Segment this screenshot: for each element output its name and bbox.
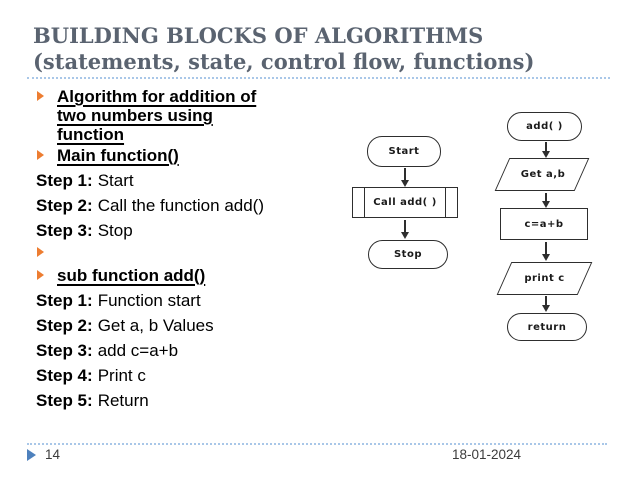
title-line-2: (statements, state, control flow, functi… [33, 49, 535, 74]
sub-function-heading-text: sub function add() [57, 266, 206, 285]
flow-node-label-wrap: Get a,b [495, 158, 591, 191]
bullet-arrow-icon [37, 150, 44, 160]
flow-node-label: add( ) [526, 121, 563, 132]
flow-node-label: Get a,b [520, 169, 566, 180]
flow-node-label: print c [524, 273, 565, 284]
step-text: Return [97, 391, 149, 410]
step-text: add c=a+b [97, 341, 179, 360]
title-line-1: BUILDING BLOCKS OF ALGORITHMS [33, 23, 484, 48]
step-text: Get a, b Values [97, 316, 214, 335]
flow-terminator-stop: Stop [368, 240, 448, 269]
step-label: Step 5: [36, 391, 93, 410]
flow-node-label-wrap: print c [497, 262, 592, 295]
step-label: Step 2: [36, 316, 93, 335]
step-line: Step 3:add c=a+b [36, 338, 214, 363]
step-line: Step 4:Print c [36, 363, 214, 388]
flow-terminator-start: Start [367, 136, 441, 167]
algorithm-heading-line: function [57, 125, 125, 144]
step-text: Call the function add() [97, 196, 265, 215]
flow-node-label: return [527, 321, 567, 333]
step-label: Step 1: [36, 171, 93, 190]
flow-terminator-return: return [507, 313, 587, 341]
step-label: Step 3: [36, 341, 93, 360]
step-line: Step 1:Function start [36, 288, 214, 313]
flow-process-c-equals-a-plus-b: c=a+b [500, 208, 588, 240]
bullet-item-main-function: Main function() [36, 146, 179, 165]
slide-date: 18-01-2024 [452, 447, 522, 462]
step-label: Step 1: [36, 291, 93, 310]
step-line: Step 2:Get a, b Values [36, 313, 214, 338]
footer-arrow-icon [27, 449, 36, 461]
flow-predefined-process-call-add: Call add( ) [352, 187, 458, 218]
step-text: Function start [97, 291, 201, 310]
predefined-process-inner-line [445, 188, 446, 217]
step-label: Step 3: [36, 221, 93, 240]
flow-terminator-add: add( ) [507, 112, 582, 141]
title-divider [27, 77, 610, 79]
flow-arrow-icon [542, 193, 550, 208]
main-function-heading-text: Main function() [57, 146, 179, 165]
footer-divider [27, 443, 607, 445]
step-line: Step 2:Call the function add() [36, 193, 264, 218]
step-text: Start [97, 171, 134, 190]
flow-arrow-icon [401, 168, 409, 187]
flow-arrow-icon [542, 296, 550, 312]
bullet-item-algorithm-heading: Algorithm for addition of two numbers us… [36, 87, 256, 144]
step-label: Step 4: [36, 366, 93, 385]
step-label: Step 2: [36, 196, 93, 215]
flow-arrow-icon [401, 220, 409, 239]
flow-node-label: Start [388, 146, 420, 157]
step-line: Step 3:Stop [36, 218, 264, 243]
step-line: Step 5:Return [36, 388, 214, 413]
flow-node-label: Stop [393, 249, 422, 260]
flow-node-label: Call add( ) [373, 197, 437, 208]
predefined-process-inner-line [364, 188, 365, 217]
algorithm-heading-line: Algorithm for addition of [57, 87, 257, 106]
page-number: 14 [45, 447, 61, 462]
slide-title: BUILDING BLOCKS OF ALGORITHMS (statement… [33, 23, 534, 75]
flow-node-label: c=a+b [524, 218, 564, 230]
bullet-arrow-icon [37, 91, 44, 101]
sub-steps-list: Step 1:Function start Step 2:Get a, b Va… [36, 288, 214, 413]
bullet-arrow-icon [37, 270, 44, 280]
bullet-arrow-icon [37, 247, 44, 257]
main-function-heading: Main function() [57, 146, 179, 165]
flow-arrow-icon [542, 242, 550, 261]
sub-function-heading: sub function add() [57, 266, 205, 285]
flow-arrow-icon [542, 142, 550, 158]
step-line: Step 1:Start [36, 168, 264, 193]
bullet-item-sub-function: sub function add() [36, 266, 205, 285]
step-text: Print c [97, 366, 146, 385]
step-text: Stop [97, 221, 133, 240]
algorithm-heading-line: two numbers using [57, 106, 213, 125]
main-steps-list: Step 1:Start Step 2:Call the function ad… [36, 168, 264, 243]
algorithm-heading-text: Algorithm for addition of two numbers us… [57, 87, 256, 144]
